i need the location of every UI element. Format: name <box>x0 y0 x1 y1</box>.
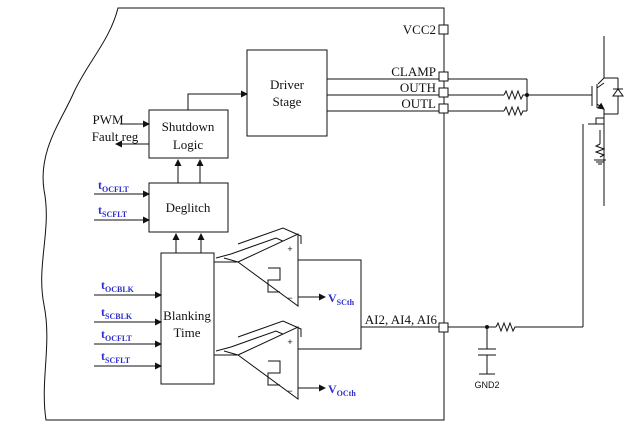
v-octh-label: VOCth <box>328 382 356 398</box>
driver-stage-block: Driver Stage <box>246 49 328 137</box>
pwm-label: PWM <box>92 112 124 127</box>
sc-comparator: + − <box>214 227 302 307</box>
fault-reg-label: Fault reg <box>92 129 139 144</box>
outh-label: OUTH <box>400 80 436 95</box>
deglitch-label: Deglitch <box>166 200 211 215</box>
ai-pin <box>438 322 449 333</box>
blanking-time-label-1: Blanking <box>163 308 211 323</box>
vcc2-pin <box>438 24 449 35</box>
blanking-time-block: Blanking Time <box>160 252 215 385</box>
t-scblk-label: tSCBLK <box>101 305 133 321</box>
ai-rc-filter <box>448 321 583 375</box>
gnd2-label: GND2 <box>474 380 499 390</box>
outh-pin <box>438 87 449 98</box>
t-scflt-deglitch-label: tSCFLT <box>98 203 128 219</box>
t-ocflt-blanking-label: tOCFLT <box>101 327 132 343</box>
outh-resistor <box>503 89 527 101</box>
clamp-pin <box>438 71 449 82</box>
chip-outline <box>41 7 445 421</box>
deglitch-block: Deglitch <box>148 182 229 233</box>
sc-plus-sign: + <box>287 244 292 254</box>
v-scth-label: VSCth <box>328 291 355 307</box>
outl-pin <box>438 103 449 114</box>
outl-label: OUTL <box>401 96 436 111</box>
oc-hysteresis-symbol <box>267 360 281 386</box>
ai-label: AI2, AI4, AI6 <box>365 312 438 327</box>
oc-comparator: + − <box>214 320 302 400</box>
driver-stage-label-2: Stage <box>273 94 302 109</box>
clamp-label: CLAMP <box>391 64 436 79</box>
sc-hysteresis-symbol <box>267 267 281 293</box>
sc-minus-sign: − <box>287 293 292 303</box>
external-gate-network <box>448 78 592 117</box>
sense-resistor-path <box>582 124 606 327</box>
oc-plus-sign: + <box>287 337 292 347</box>
driver-stage-label-1: Driver <box>270 77 305 92</box>
igbt-icon <box>588 36 624 206</box>
t-ocblk-label: tOCBLK <box>101 278 135 294</box>
t-ocflt-deglitch-label: tOCFLT <box>98 178 129 194</box>
shutdown-logic-block: Shutdown Logic <box>148 109 229 159</box>
oc-minus-sign: − <box>287 386 292 396</box>
shutdown-logic-label-1: Shutdown <box>162 119 215 134</box>
shutdown-logic-label-2: Logic <box>173 137 204 152</box>
t-scflt-blanking-label: tSCFLT <box>101 349 131 365</box>
shutdown-to-driver-wire <box>187 90 248 110</box>
blanking-time-label-2: Time <box>174 325 201 340</box>
vcc2-label: VCC2 <box>403 22 436 37</box>
ai-filter-resistor <box>495 321 583 333</box>
comparator-sense-bus <box>298 259 362 350</box>
outl-resistor <box>503 105 527 117</box>
